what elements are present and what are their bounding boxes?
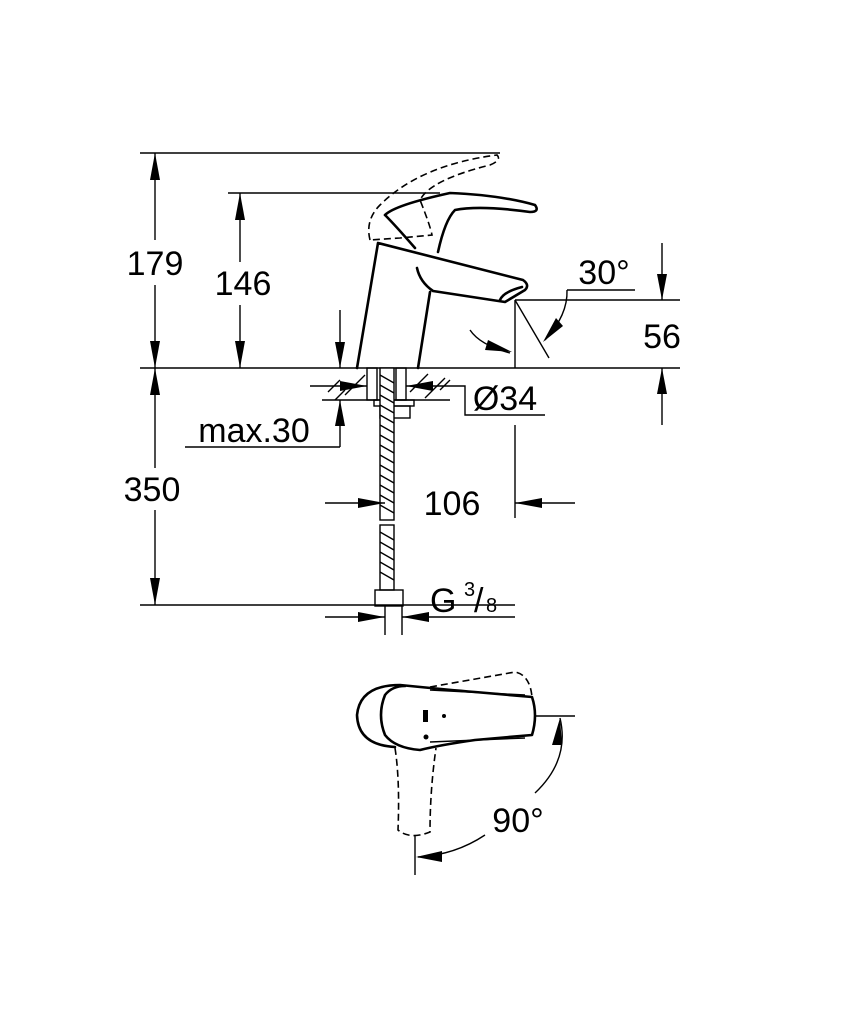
- dimension-56: 56: [515, 243, 681, 425]
- dimension-diameter-34: Ø34: [310, 380, 545, 418]
- dimension-label: 30°: [578, 254, 629, 292]
- thread-slash: /: [474, 582, 484, 620]
- dimension-label: 146: [215, 265, 272, 303]
- thread-letter: G: [430, 582, 456, 620]
- dimension-label: 350: [124, 471, 181, 509]
- lever-indicator: [423, 710, 428, 722]
- side-view: 179 146 350 56: [124, 152, 681, 635]
- dimension-179: 179: [127, 153, 184, 368]
- dimension-350: 350: [124, 368, 181, 605]
- dimension-max-30: max.30: [185, 310, 345, 450]
- dimension-label: Ø34: [473, 380, 537, 418]
- dimension-146: 146: [215, 193, 272, 368]
- top-view: 90°: [355, 671, 575, 875]
- dimension-106: 106: [325, 425, 575, 523]
- dimension-label: 179: [127, 245, 184, 283]
- thread-numerator: 3: [464, 579, 475, 601]
- dimension-label: 90°: [492, 802, 543, 840]
- dimension-label: 106: [424, 485, 481, 523]
- dimension-label: 56: [643, 318, 681, 356]
- faucet-body: [355, 154, 538, 370]
- supply-hose: [374, 367, 404, 635]
- thread-denominator: 8: [486, 595, 497, 617]
- dimension-label: max.30: [198, 412, 310, 450]
- dimension-30-degree: 30°: [469, 254, 635, 368]
- dimension-connection-thread: G 3 / 8: [325, 579, 515, 622]
